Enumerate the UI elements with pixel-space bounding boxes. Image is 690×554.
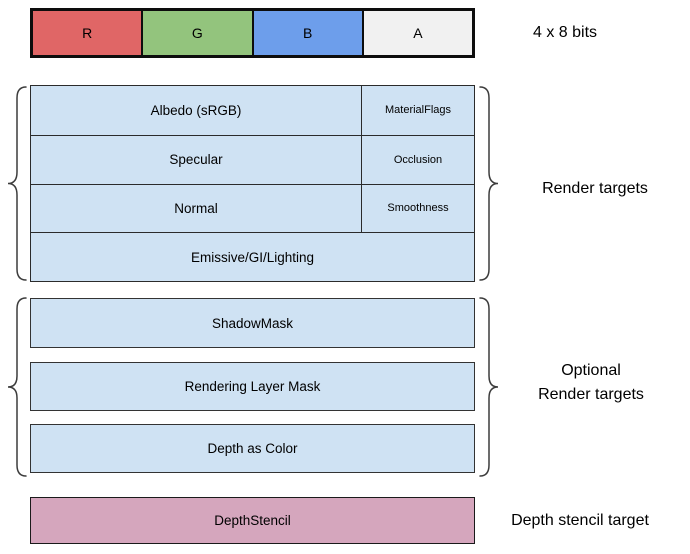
- optional-render-targets-label: Optional Render targets: [500, 359, 682, 407]
- optional-label-line1: Optional: [561, 362, 621, 379]
- occlusion-cell: Occlusion: [361, 135, 474, 184]
- channel-cell-r: R: [33, 11, 142, 55]
- table-row: Albedo (sRGB) MaterialFlags: [31, 86, 474, 135]
- rendering-layer-mask-box: Rendering Layer Mask: [30, 362, 475, 411]
- bits-caption: 4 x 8 bits: [532, 24, 598, 41]
- render-targets-table: Albedo (sRGB) MaterialFlags Specular Occ…: [30, 85, 475, 282]
- table-row: Specular Occlusion: [31, 134, 474, 184]
- normal-cell: Normal: [174, 200, 218, 216]
- brace-left-render-targets: [7, 86, 27, 281]
- pixel-format-strip: R G B A: [30, 8, 475, 58]
- brace-right-render-targets: [479, 86, 499, 281]
- table-row: Emissive/GI/Lighting: [31, 232, 474, 281]
- emissive-cell: Emissive/GI/Lighting: [190, 249, 315, 265]
- depth-as-color-box: Depth as Color: [30, 424, 475, 473]
- channel-cell-a: A: [361, 11, 472, 55]
- brace-right-optional-targets: [479, 297, 499, 477]
- table-row: Normal Smoothness: [31, 183, 474, 233]
- render-targets-label: Render targets: [542, 180, 648, 197]
- channel-cell-g: G: [141, 11, 252, 55]
- specular-cell: Specular: [169, 152, 223, 168]
- brace-left-optional-targets: [7, 297, 27, 477]
- channel-cell-b: B: [251, 11, 362, 55]
- albedo-cell: Albedo (sRGB): [150, 102, 242, 118]
- shadowmask-box: ShadowMask: [30, 298, 475, 348]
- optional-label-line2: Render targets: [538, 386, 644, 403]
- smoothness-cell: Smoothness: [361, 184, 474, 233]
- depthstencil-box: DepthStencil: [30, 497, 475, 544]
- materialflags-cell: MaterialFlags: [361, 86, 474, 135]
- depth-stencil-target-label: Depth stencil target: [511, 512, 649, 529]
